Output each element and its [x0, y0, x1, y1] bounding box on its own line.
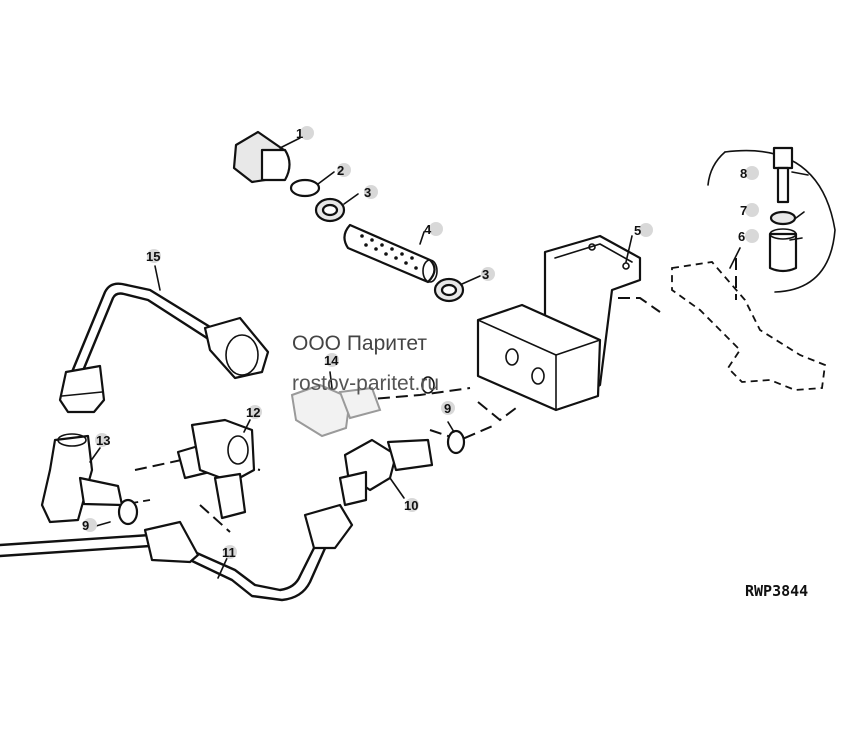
callout-10: 10	[404, 498, 418, 513]
watermark-company: ООО Паритет	[292, 332, 427, 355]
washer-3-lower	[433, 277, 465, 303]
callout-1: 1	[296, 126, 303, 141]
filter-4	[343, 223, 438, 284]
callout-15: 15	[146, 249, 160, 264]
tee-12	[176, 418, 256, 520]
callout-7: 7	[740, 203, 747, 218]
callout-5: 5	[634, 223, 641, 238]
callout-11: 11	[222, 545, 236, 560]
leader-lines	[89, 137, 809, 579]
lever-outline	[671, 261, 826, 391]
callout-9-right: 9	[444, 401, 451, 416]
callout-2: 2	[337, 163, 344, 178]
callout-14: 14	[324, 353, 339, 368]
tee-13	[40, 433, 124, 524]
tube-11	[0, 503, 354, 602]
callout-9-left: 9	[82, 518, 89, 533]
manifold-block	[476, 303, 602, 412]
watermark-site: rostov-paritet.ru	[292, 372, 439, 395]
callout-6: 6	[738, 229, 745, 244]
watermark: ООО Паритет rostov-paritet.ru	[292, 332, 439, 395]
callout-3-upper: 3	[364, 185, 371, 200]
callout-numbers: 1 2 3 4 3 5 6 7 8 15 12 13 9 9 10 11 14	[82, 126, 747, 560]
washer-3-upper	[314, 197, 346, 223]
reference-code: RWP3844	[745, 582, 808, 600]
assembly-guide-lines	[119, 258, 737, 533]
plug-1	[232, 130, 291, 184]
callout-3-lower: 3	[482, 267, 489, 282]
callout-13: 13	[96, 433, 110, 448]
elbow-10	[338, 438, 434, 507]
o-ring-9-left	[117, 498, 139, 526]
o-ring-9-right	[446, 429, 466, 455]
tube-15	[58, 282, 270, 414]
elbow-14	[290, 383, 382, 438]
callout-12: 12	[246, 405, 260, 420]
callout-badges	[83, 126, 759, 559]
detail-view	[707, 146, 836, 293]
o-ring-2	[289, 178, 321, 198]
callout-4: 4	[424, 222, 432, 237]
o-ring-9-ghost	[421, 376, 435, 394]
callout-8: 8	[740, 166, 747, 181]
